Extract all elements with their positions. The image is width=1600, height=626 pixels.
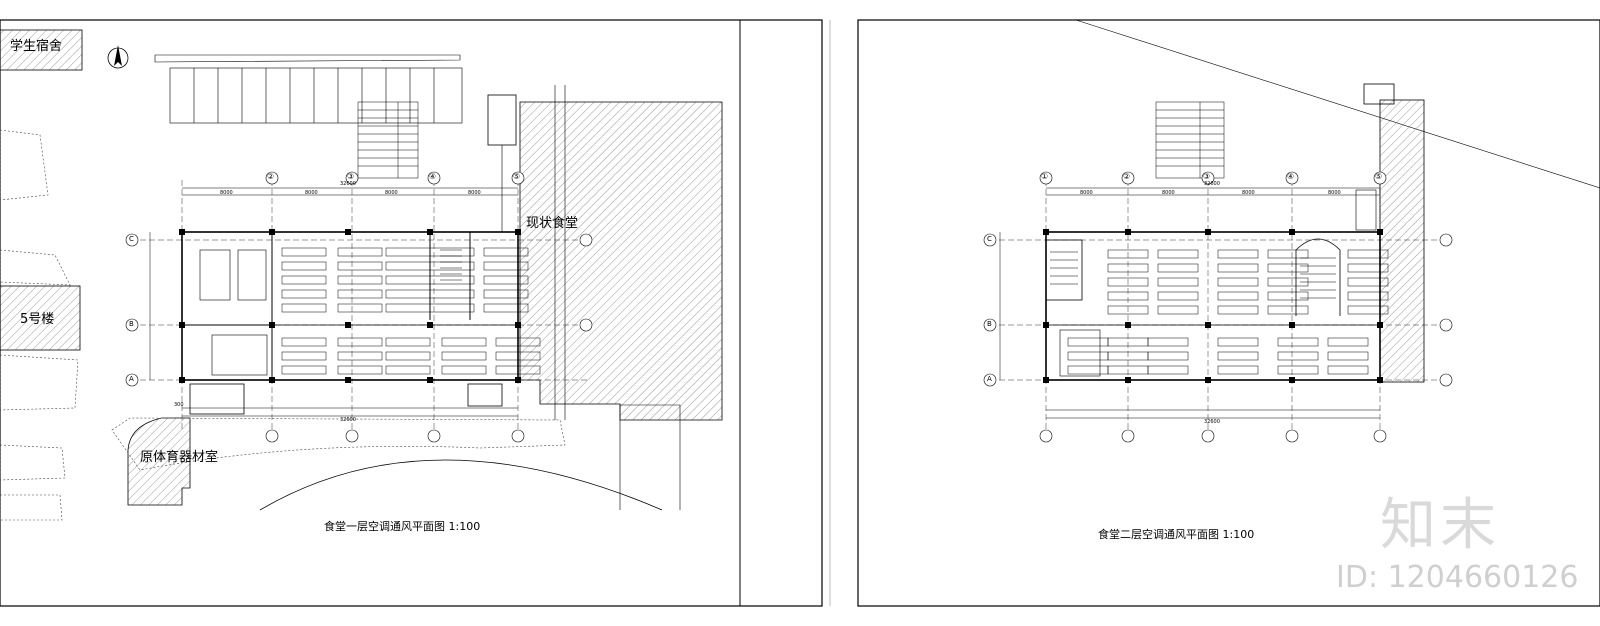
sheet-left-title: 食堂一层空调通风平面图 1:100 (324, 520, 481, 533)
dim-total-right-bottom: 32600 (1204, 419, 1220, 425)
existing-canteen-label: 现状食堂 (526, 216, 579, 231)
dim-side-left: 300 (174, 402, 184, 408)
watermark-id: ID: 1204660126 (1336, 560, 1579, 595)
axis-letter-b-right: B (987, 320, 992, 328)
building-plan-right (1045, 189, 1381, 381)
axis-num-5-left: ⑤ (513, 172, 521, 181)
axis-letter-a-right: A (987, 375, 992, 383)
parking-left (154, 54, 463, 124)
bldg5-label: 5号楼 (20, 312, 55, 327)
dim-bay1-right: 8000 (1080, 190, 1093, 196)
dimension-lines-right (999, 187, 1380, 419)
axis-letter-b-left: B (129, 320, 134, 328)
green-areas-left (0, 129, 566, 521)
axis-letter-c-right: C (987, 235, 992, 243)
dim-total-right: 32600 (1204, 181, 1220, 187)
site-curb-left (619, 404, 681, 510)
building-plan-left (181, 85, 566, 420)
dining-tables-left (281, 247, 541, 375)
axis-num-2-right: ② (1123, 172, 1131, 181)
axis-num-5-right: ⑤ (1375, 172, 1383, 181)
dim-bay4-left: 8000 (468, 190, 481, 196)
dim-total-left: 32600 (340, 181, 356, 187)
sheet-right (857, 19, 1600, 607)
dim-bay2-right: 8000 (1162, 190, 1175, 196)
dimension-lines-left (149, 187, 518, 417)
north-arrow-left (107, 45, 129, 69)
sheet-left-frame (0, 19, 823, 607)
stair-tower-right (1363, 83, 1395, 105)
axis-num-3-left: ③ (347, 172, 355, 181)
axis-bubbles-left (125, 171, 593, 443)
info-table-right (1155, 101, 1225, 179)
dim-bay4-right: 8000 (1328, 190, 1341, 196)
dorm-block (0, 29, 83, 71)
info-table-left (357, 101, 419, 179)
site-arc-left (259, 459, 663, 511)
axis-num-2-left: ② (267, 172, 275, 181)
axis-letter-c-left: C (129, 235, 134, 243)
axis-num-3-right: ③ (1203, 172, 1211, 181)
grid-lines-right (990, 180, 1446, 440)
sheet-left (0, 19, 823, 607)
axis-letter-a-left: A (129, 375, 134, 383)
existing-wall-right (1379, 99, 1425, 383)
gym-storage-label: 原体育器材室 (140, 450, 219, 465)
axis-bubbles-right (983, 171, 1453, 443)
dim-bay3-right: 8000 (1242, 190, 1255, 196)
axis-num-1-right: ① (1041, 172, 1049, 181)
dim-bay3-left: 8000 (385, 190, 398, 196)
sheet-right-frame (857, 19, 1600, 607)
sheet-right-title: 食堂二层空调通风平面图 1:100 (1098, 528, 1255, 541)
dorm-label: 学生宿舍 (10, 39, 63, 54)
gym-storage-block (127, 417, 191, 506)
grid-lines-left (140, 180, 590, 430)
sheet-right-diagonal (1075, 19, 1600, 189)
dim-bay2-left: 8000 (305, 190, 318, 196)
watermark-logo: 知末 (1380, 493, 1500, 558)
axis-num-4-right: ④ (1287, 172, 1295, 181)
dim-bay1-left: 8000 (220, 190, 233, 196)
existing-canteen-block (519, 101, 723, 421)
bldg5-block (0, 285, 81, 351)
axis-num-4-left: ④ (429, 172, 437, 181)
dim-total-left-bottom: 32600 (340, 417, 356, 423)
